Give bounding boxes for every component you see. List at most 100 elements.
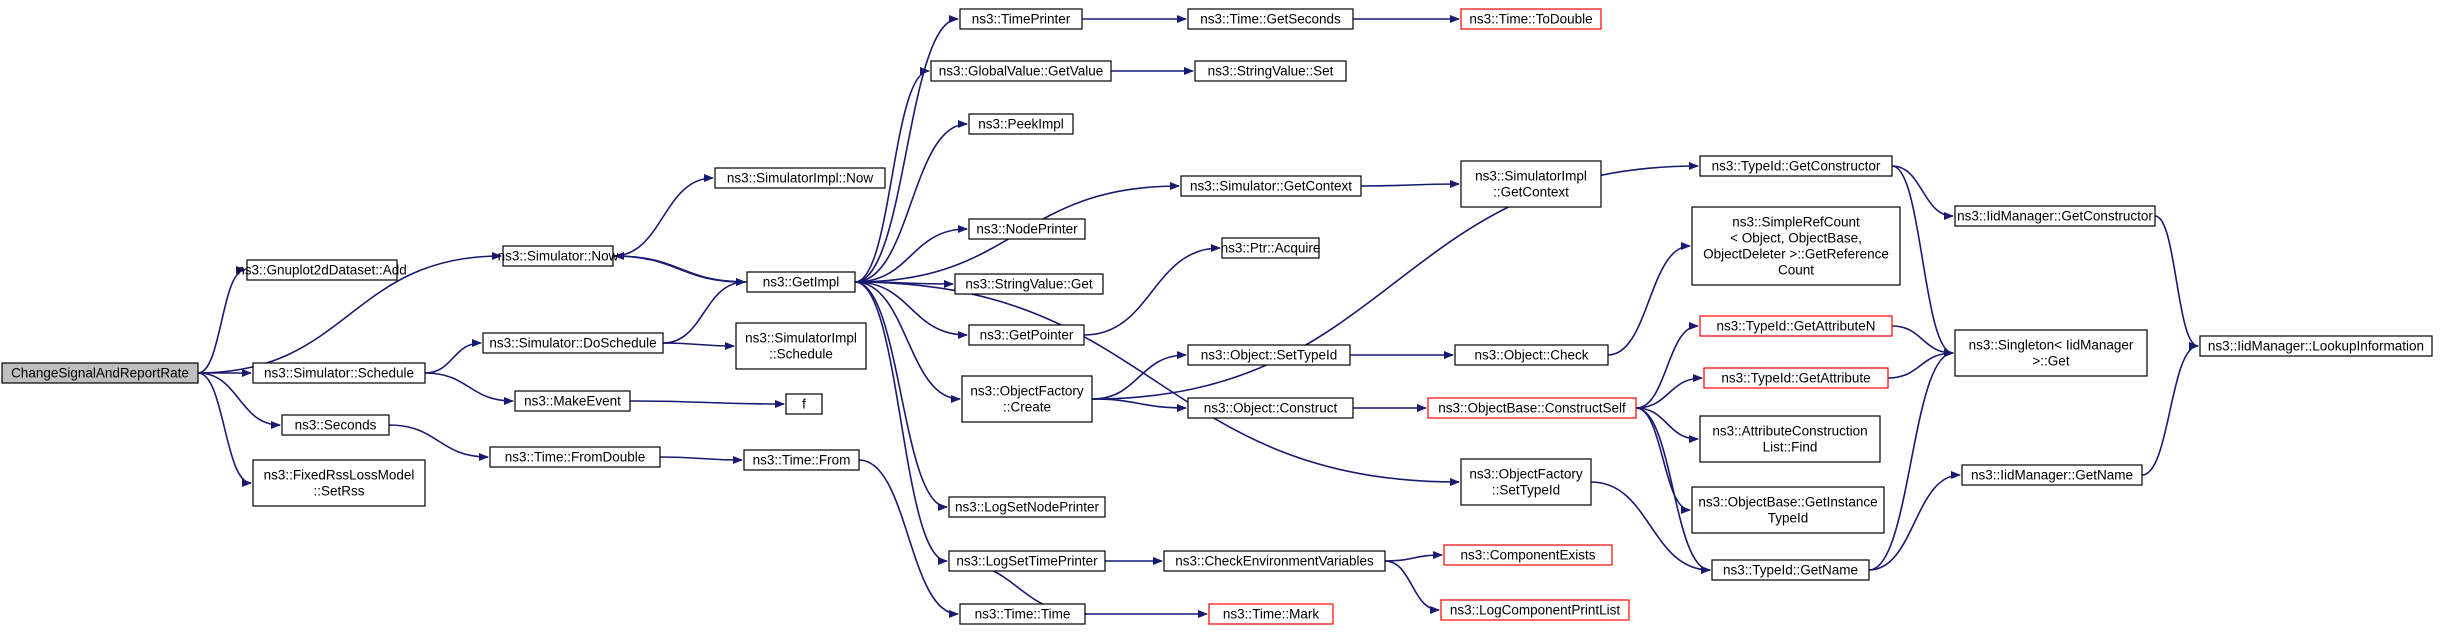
node-sim_doschedule[interactable]: ns3::Simulator::DoSchedule [482,332,664,354]
edge-iidmanager_getconstructor-to-iidmanager_lookupinformation [2154,215,2199,350]
node-box [746,271,856,293]
node-label: ns3::Simulator::GetContext [1190,178,1352,193]
node-typeid_getattributen[interactable]: ns3::TypeId::GetAttributeN [1699,315,1893,337]
node-typeid_getattribute[interactable]: ns3::TypeId::GetAttribute [1703,367,1889,389]
node-time_printer[interactable]: ns3::TimePrinter [959,8,1083,30]
node-box [948,550,1106,572]
node-label: ns3::IidManager::GetName [1971,467,2133,482]
node-simplerefcount[interactable]: ns3::SimpleRefCount< Object, ObjectBase,… [1691,206,1901,286]
node-object_settypeid[interactable]: ns3::Object::SetTypeId [1187,344,1351,366]
node-box [502,245,614,267]
node-label: ns3::IidManager::LookupInformation [2208,338,2424,353]
node-sim_now[interactable]: ns3::Simulator::Now [498,245,619,267]
node-stringvalue_get[interactable]: ns3::StringValue::Get [954,273,1104,295]
edge-objectbase_constructself-to-objectbase_getinstancetypeid [1635,407,1691,514]
node-label: ns3::ObjectBase::ConstructSelf [1438,400,1626,415]
node-box [1187,8,1354,30]
node-simimpl_getcontext[interactable]: ns3::SimulatorImpl::GetContext [1460,160,1602,208]
node-box [743,449,860,471]
node-label: ns3::GetPointer [980,327,1074,342]
node-log_set_node_printer[interactable]: ns3::LogSetNodePrinter [948,496,1106,518]
node-singleton_get[interactable]: ns3::Singleton< IidManager>::Get [1954,329,2148,377]
node-f[interactable]: f [785,393,823,415]
node-box [1703,367,1889,389]
node-time_mark[interactable]: ns3::Time::Mark [1208,603,1334,625]
node-typeid_getname[interactable]: ns3::TypeId::GetName [1711,559,1870,581]
node-iidmanager_getconstructor[interactable]: ns3::IidManager::GetConstructor [1954,205,2156,227]
node-iidmanager_getname[interactable]: ns3::IidManager::GetName [1961,464,2143,486]
node-label: ns3::TypeId::GetAttributeN [1716,318,1875,333]
node-time_getseconds[interactable]: ns3::Time::GetSeconds [1187,8,1354,30]
node-time_fromdouble[interactable]: ns3::Time::FromDouble [489,446,661,468]
node-label: ::SetRss [313,483,364,498]
node-box [1460,160,1602,208]
node-get_pointer[interactable]: ns3::GetPointer [968,324,1085,346]
node-stringvalue_set[interactable]: ns3::StringValue::Set [1194,60,1347,82]
node-label: ns3::TimePrinter [972,11,1071,26]
node-label: ns3::AttributeConstruction [1712,423,1867,438]
node-time_from[interactable]: ns3::Time::From [743,449,860,471]
node-label: ns3::Time::FromDouble [505,449,646,464]
node-box [281,414,390,436]
node-iidmanager_lookupinformation[interactable]: ns3::IidManager::LookupInformation [2199,335,2433,357]
node-sim_getcontext[interactable]: ns3::Simulator::GetContext [1180,175,1362,197]
edge-sim_schedule-to-sim_doschedule [424,339,482,374]
node-objectfactory_create[interactable]: ns3::ObjectFactory::Create [961,375,1093,423]
node-peek_impl[interactable]: ns3::PeekImpl [968,113,1074,135]
node-box [1699,315,1893,337]
node-box [735,322,867,370]
node-seconds[interactable]: ns3::Seconds [281,414,390,436]
node-label: ns3::PeekImpl [978,116,1064,131]
edge-get_impl-to-globalvalue_getvalue [854,67,930,283]
node-label: ns3::SimulatorImpl::Now [727,170,874,185]
node-typeid_getconstructor[interactable]: ns3::TypeId::GetConstructor [1699,155,1893,177]
node-globalvalue_getvalue[interactable]: ns3::GlobalValue::GetValue [930,60,1112,82]
node-time_time[interactable]: ns3::Time::Time [959,603,1086,625]
node-box [1443,544,1613,566]
node-simimpl_now[interactable]: ns3::SimulatorImpl::Now [714,167,886,189]
node-ptr_acquire[interactable]: ns3::Ptr::Acquire [1221,237,1321,259]
edge-root-to-sim_now [197,252,502,374]
node-label: ns3::FixedRssLossModel [264,467,415,482]
node-label: ns3::GlobalValue::GetValue [939,63,1104,78]
node-simimpl_schedule[interactable]: ns3::SimulatorImpl::Schedule [735,322,867,370]
node-log_component_print_list[interactable]: ns3::LogComponentPrintList [1440,599,1630,621]
node-sim_schedule[interactable]: ns3::Simulator::Schedule [252,362,426,384]
node-box [2199,335,2433,357]
node-time_todouble[interactable]: ns3::Time::ToDouble [1460,8,1602,30]
edges-layer [197,15,2199,618]
edge-make_event-to-f [629,399,785,408]
edge-object_check-to-simplerefcount [1607,242,1691,356]
node-label: ns3::Seconds [295,417,377,432]
node-label: ns3::Simulator::DoSchedule [489,335,656,350]
node-fixed_rss[interactable]: ns3::FixedRssLossModel::SetRss [252,459,426,507]
edge-get_impl-to-time_printer [854,15,959,283]
node-label: >::Get [2032,353,2069,368]
node-box [1691,486,1885,534]
node-component_exists[interactable]: ns3::ComponentExists [1443,544,1613,566]
node-box [954,273,1104,295]
edge-iidmanager_getname-to-iidmanager_lookupinformation [2141,342,2199,476]
node-root[interactable]: ChangeSignalAndReportRate [1,362,199,384]
node-box [961,375,1093,423]
node-label: ::Schedule [769,346,833,361]
node-box [1440,599,1630,621]
node-get_impl[interactable]: ns3::GetImpl [746,271,856,293]
node-box [1194,60,1347,82]
node-gnuplot_add[interactable]: ns3::Gnuplot2dDataset::Add [237,259,407,281]
edge-objectbase_constructself-to-attr_construction_find [1635,407,1699,443]
node-node_printer[interactable]: ns3::NodePrinter [968,218,1086,240]
node-object_construct[interactable]: ns3::Object::Construct [1187,397,1354,419]
node-check_env[interactable]: ns3::CheckEnvironmentVariables [1163,550,1386,572]
edge-objectfactory_create-to-object_settypeid [1091,351,1187,400]
node-log_set_time_printer[interactable]: ns3::LogSetTimePrinter [948,550,1106,572]
node-label: ns3::StringValue::Get [965,276,1093,291]
edge-objectfactory_settypeid-to-typeid_getname [1590,481,1711,574]
node-make_event[interactable]: ns3::MakeEvent [514,390,631,412]
node-object_check[interactable]: ns3::Object::Check [1454,344,1609,366]
node-objectfactory_settypeid[interactable]: ns3::ObjectFactory::SetTypeId [1460,458,1592,506]
node-objectbase_constructself[interactable]: ns3::ObjectBase::ConstructSelf [1427,397,1637,419]
